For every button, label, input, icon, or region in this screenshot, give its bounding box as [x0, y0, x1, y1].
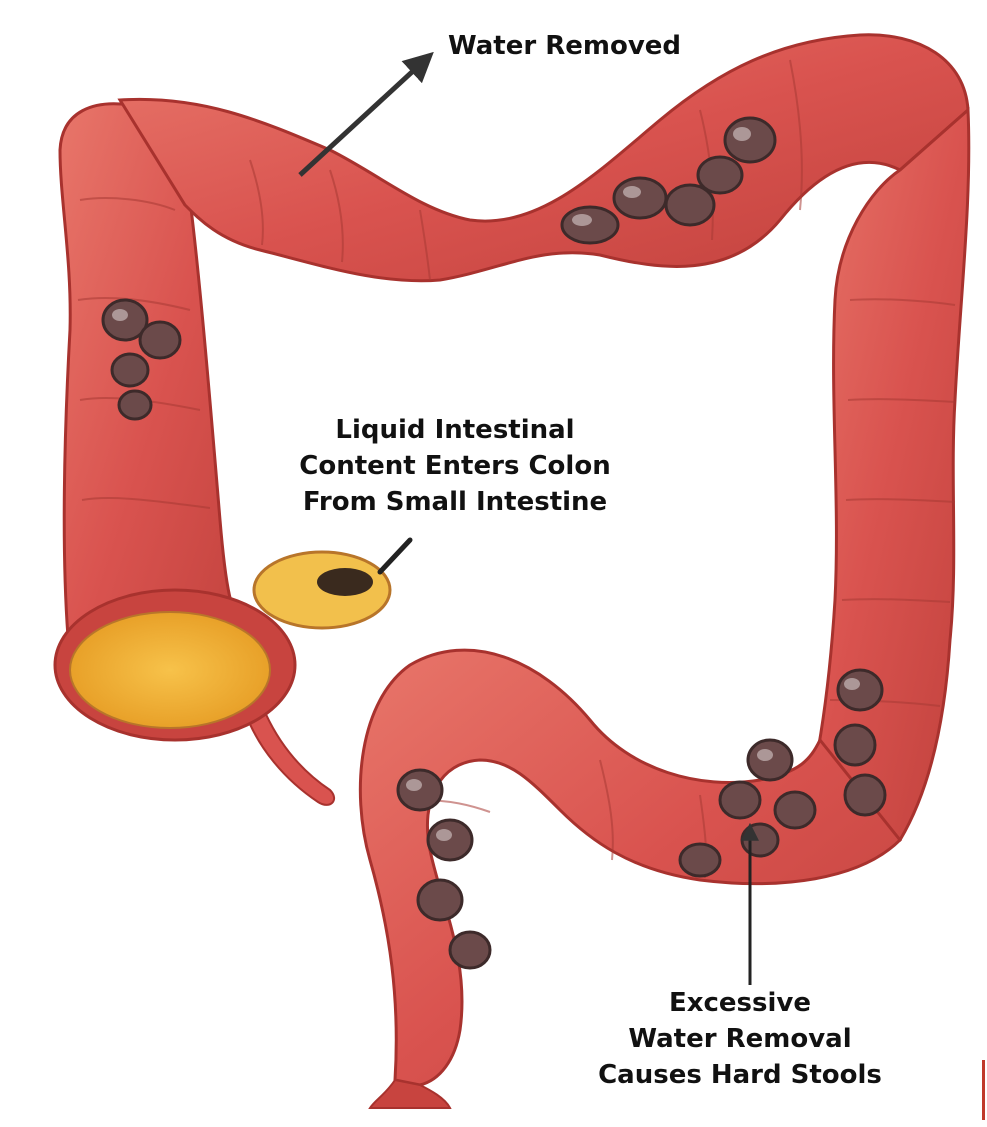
ileum-entry — [254, 540, 410, 628]
label-liquid-content: Liquid Intestinal Content Enters Colon F… — [255, 412, 655, 520]
liquid-content-line-1: Liquid Intestinal — [255, 412, 655, 448]
descending-colon — [800, 110, 969, 840]
excessive-line-2: Water Removal — [560, 1021, 920, 1057]
arrow-up-right-icon — [300, 60, 425, 175]
liquid-content-line-3: From Small Intestine — [255, 484, 655, 520]
liquid-content-line-2: Content Enters Colon — [255, 448, 655, 484]
water-removed-text: Water Removed — [448, 28, 681, 64]
edge-mark — [982, 1060, 985, 1120]
rectum — [370, 1080, 450, 1108]
excessive-line-3: Causes Hard Stools — [560, 1057, 920, 1093]
label-water-removed: Water Removed — [448, 28, 681, 64]
transverse-colon — [120, 35, 968, 281]
cecum — [55, 590, 295, 740]
label-excessive-removal: Excessive Water Removal Causes Hard Stoo… — [560, 985, 920, 1093]
colon-tube — [60, 35, 969, 1108]
excessive-line-1: Excessive — [560, 985, 920, 1021]
